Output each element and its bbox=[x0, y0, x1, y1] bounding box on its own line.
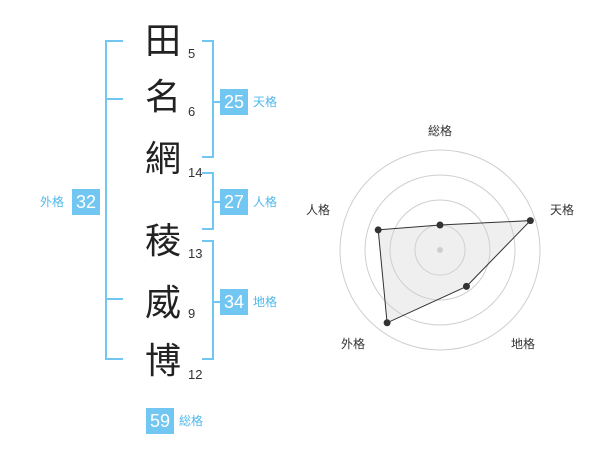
name-char-1: 田 bbox=[144, 21, 181, 62]
gaikaku-bracket-tick-upper bbox=[105, 98, 123, 100]
gaikaku-bracket-vertical bbox=[105, 40, 107, 360]
radar-axis-label-gaikaku: 外格 bbox=[341, 337, 366, 351]
gaikaku-value: 32 bbox=[72, 189, 100, 215]
soukaku-value: 59 bbox=[146, 408, 174, 434]
jinkaku-bracket-bottom bbox=[202, 228, 214, 230]
stroke-count-6: 12 bbox=[188, 367, 203, 382]
tenkaku-bracket-tick bbox=[212, 101, 220, 103]
gaikaku-bracket-bottom bbox=[105, 358, 123, 360]
radar-axis-label-soukaku: 総格 bbox=[428, 124, 453, 138]
tenkaku-bracket-vertical bbox=[212, 40, 214, 158]
chikaku-bracket-vertical bbox=[212, 240, 214, 360]
name-char-5: 威 bbox=[144, 283, 181, 324]
name-char-3: 網 bbox=[144, 139, 181, 180]
name-char-6: 博 bbox=[144, 341, 181, 382]
stroke-count-4: 13 bbox=[188, 246, 203, 261]
gaikaku-bracket-tick-lower bbox=[105, 298, 123, 300]
tenkaku-label: 天格 bbox=[253, 95, 278, 109]
gaikaku-label: 外格 bbox=[40, 195, 65, 209]
radar-series-shape bbox=[377, 220, 532, 324]
stroke-count-2: 6 bbox=[188, 104, 196, 119]
stroke-count-5: 9 bbox=[188, 306, 196, 321]
soukaku-label: 総格 bbox=[179, 414, 204, 428]
stroke-count-3: 14 bbox=[188, 165, 203, 180]
jinkaku-label: 人格 bbox=[253, 195, 278, 209]
tenkaku-value: 25 bbox=[220, 89, 248, 115]
radar-ring-2 bbox=[389, 199, 491, 301]
gaikaku-bracket-top bbox=[105, 40, 123, 42]
radar-ring-3 bbox=[364, 174, 516, 326]
stroke-count-1: 5 bbox=[188, 46, 196, 61]
chikaku-bracket-top bbox=[202, 240, 214, 242]
name-char-2: 名 bbox=[144, 77, 181, 118]
name-char-4: 稜 bbox=[144, 221, 181, 262]
chikaku-bracket-bottom bbox=[202, 358, 214, 360]
jinkaku-bracket-tick bbox=[212, 201, 220, 203]
jinkaku-value: 27 bbox=[220, 189, 248, 215]
tenkaku-bracket-top bbox=[202, 40, 214, 42]
radar-axis-label-tenkaku: 天格 bbox=[550, 203, 575, 217]
chikaku-bracket-tick bbox=[212, 301, 220, 303]
radar-point-1 bbox=[526, 217, 534, 225]
radar-axis-label-jinkaku: 人格 bbox=[306, 203, 331, 217]
radar-point-4 bbox=[374, 226, 382, 234]
radar-center bbox=[437, 247, 443, 253]
radar-point-0 bbox=[436, 221, 444, 229]
chikaku-label: 地格 bbox=[253, 295, 278, 309]
radar-point-2 bbox=[462, 282, 470, 290]
jinkaku-bracket-top bbox=[202, 172, 214, 174]
radar-ring-4 bbox=[339, 149, 541, 351]
radar-axis-label-chikaku: 地格 bbox=[511, 337, 536, 351]
tenkaku-bracket-bottom bbox=[202, 156, 214, 158]
chikaku-value: 34 bbox=[220, 289, 248, 315]
radar-point-3 bbox=[383, 319, 391, 327]
